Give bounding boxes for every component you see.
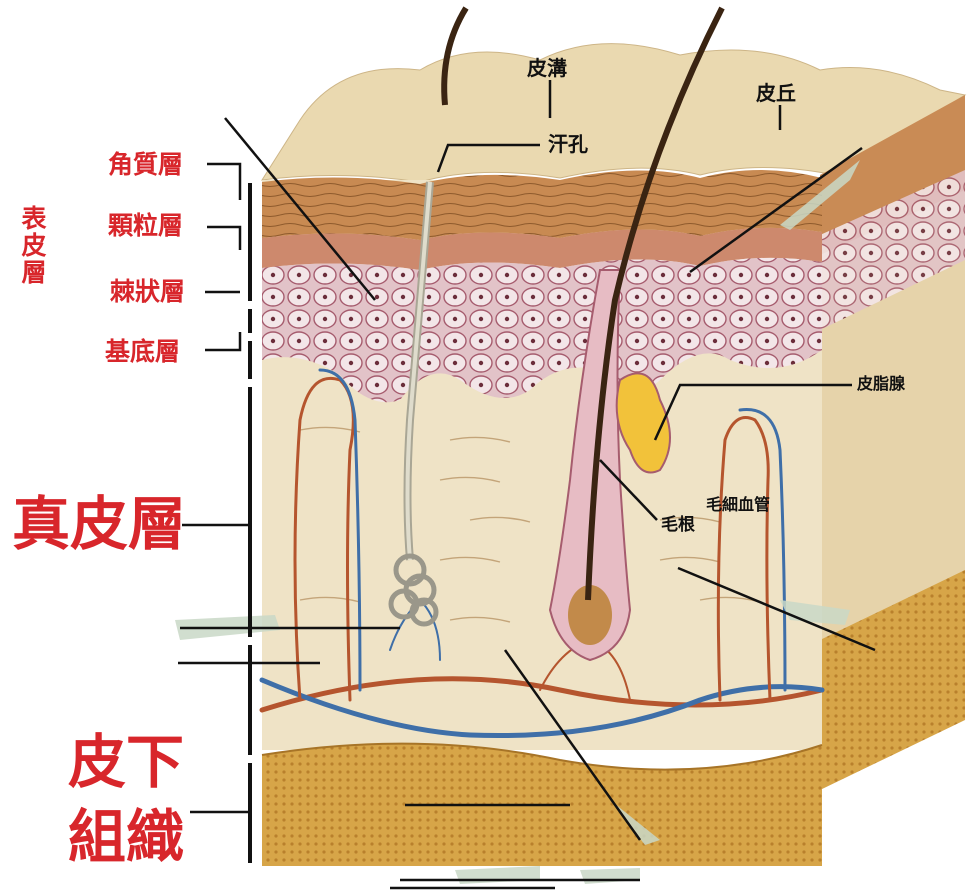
- stratum-spinosum-label: 棘狀層: [110, 279, 185, 304]
- sweat-pore-label: 汗孔: [548, 134, 588, 154]
- sebaceous-gland-label: 皮脂腺: [857, 376, 905, 392]
- hair-root-label: 毛根: [661, 517, 695, 534]
- capillary-label: 毛細血管: [706, 497, 770, 513]
- stratum-granulosum-label: 顆粒層: [108, 213, 183, 238]
- subcutaneous-label-line1: 皮下: [68, 733, 184, 791]
- stratum-basale-label: 基底層: [105, 339, 180, 364]
- subcutaneous-label-line2: 組織: [68, 808, 184, 866]
- stratum-corneum-label: 角質層: [108, 152, 183, 177]
- stratum-corneum: [262, 170, 822, 240]
- epidermis-label: 表皮層: [20, 205, 45, 286]
- skin-ridge-label: 皮丘: [756, 83, 796, 103]
- skin-furrow-label: 皮溝: [527, 58, 567, 78]
- dermis-label: 真皮層: [12, 495, 186, 553]
